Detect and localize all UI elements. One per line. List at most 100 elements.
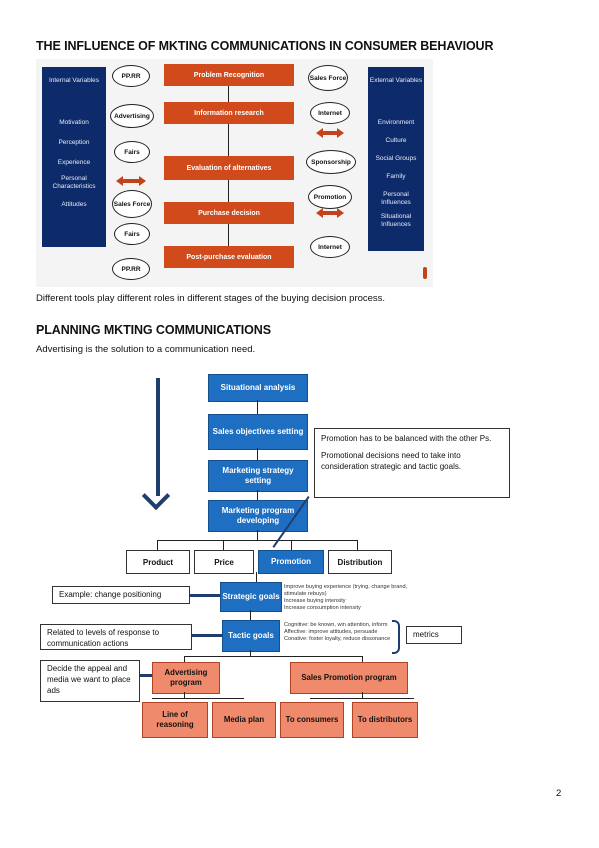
internal-item: Experience [57,159,91,166]
note-line: Affective: improve attitudes, persuade [284,629,378,635]
connector [228,124,229,156]
connector [357,540,358,550]
section-heading-influence: THE INFLUENCE OF MKTING COMMUNICATIONS I… [36,39,494,53]
external-item: Situational Influences [380,213,412,228]
connector [184,656,362,657]
connector [157,540,357,541]
connector [257,400,258,414]
note-line: Increase consumption intensity [284,605,361,611]
step-box: Marketing program developing [208,500,308,532]
connector [256,572,257,582]
step-box: Situational analysis [208,374,308,402]
double-arrow-icon [316,208,344,218]
advertising-callout: Decide the appeal and media we want to p… [40,660,140,702]
double-arrow-icon [316,128,344,138]
tool-oval-sales-force: Sales Force [112,190,152,218]
connector [152,698,244,699]
strategic-callout: Example: change positioning [52,586,190,604]
callout-pointer [190,594,220,597]
tactic-callout: Related to levels of response to communi… [40,624,192,650]
leaf-box: To distributors [352,702,418,738]
connector [250,610,251,620]
metrics-box: metrics [406,626,462,644]
external-variables-panel: External Variables Environment Culture S… [368,67,424,251]
connector [157,540,158,550]
stage-box: Information research [164,102,294,124]
connector [362,692,363,698]
connector [257,530,258,540]
note-line: Improve buying experience (trying, chang… [284,584,408,597]
connector [250,650,251,656]
tool-oval-internet: Internet [310,102,350,124]
tool-oval-promotion: Promotion [308,185,352,209]
stage-box: Purchase decision [164,202,294,224]
internal-variables-title: Internal Variables [48,77,100,84]
note-line: Cognitive: be known, win attention, info… [284,622,388,628]
connector [228,224,229,246]
leaf-box: Media plan [212,702,276,738]
figure-caption: Different tools play different roles in … [36,293,386,304]
buying-process-figure: Internal Variables Motivation Perception… [36,59,433,287]
bracket-icon [392,620,400,654]
tool-oval-pprr-2: PP.RR [112,258,150,280]
sales-promotion-box: Sales Promotion program [290,662,408,694]
connector [257,490,258,500]
callout-pointer [140,674,152,677]
external-item: Environment [377,119,415,126]
internal-variables-panel: Internal Variables Motivation Perception… [42,67,106,247]
section-heading-planning: PLANNING MKTING COMMUNICATIONS [36,323,271,337]
connector [228,180,229,202]
tool-oval-fairs-2: Fairs [114,223,150,245]
external-item: Social Groups [375,155,417,162]
leaf-box: Line of reasoning [142,702,208,738]
callout-pointer [192,634,222,637]
step-box: Marketing strategy setting [208,460,308,492]
down-arrow-icon [156,378,160,496]
connector [184,656,185,662]
advertising-program-box: Advertising program [152,662,220,694]
connector [362,656,363,662]
double-arrow-icon [116,176,146,186]
tool-oval-pprr: PP.RR [112,65,150,87]
tool-oval-internet-2: Internet [310,236,350,258]
connector [228,86,229,102]
strategic-goals-box: Strategic goals [220,582,282,612]
stage-box: Evaluation of alternatives [164,156,294,180]
note-line: Conative: foster loyalty, reduce dissona… [284,636,391,642]
callout-text: Promotion has to be balanced with the ot… [321,434,492,443]
page-number: 2 [556,788,562,799]
leaf-box: To consumers [280,702,344,738]
internal-item: Perception [58,139,90,146]
tool-oval-sponsorship: Sponsorship [306,150,356,174]
step-box: Sales objectives setting [208,414,308,450]
promotion-callout: Promotion has to be balanced with the ot… [314,428,510,498]
stage-box: Post-purchase evaluation [164,246,294,268]
internal-item: Motivation [59,119,89,126]
mix-box-promotion: Promotion [258,550,324,574]
internal-item: Personal Characteristics [52,175,96,190]
strategic-notes: Improve buying experience (trying, chang… [284,584,424,612]
connector [310,698,414,699]
external-variables-title: External Variables [369,77,423,84]
callout-text: Promotional decisions need to take into … [321,451,462,471]
external-item: Culture [385,137,407,144]
tactic-notes: Cognitive: be known, win attention, info… [284,622,424,643]
tool-oval-sales-force-right: Sales Force [308,65,348,91]
internal-item: Attitudes [61,201,87,208]
down-arrow-head [141,481,171,511]
external-item: Personal Influences [381,191,411,206]
tool-oval-advertising: Advertising [110,104,154,128]
mix-box-price: Price [194,550,254,574]
connector [184,692,185,698]
mix-box-distribution: Distribution [328,550,392,574]
connector [223,540,224,550]
decorative-mark [423,267,427,279]
planning-figure: Situational analysis Sales objectives se… [36,364,510,738]
mix-box-product: Product [126,550,190,574]
intro-text: Advertising is the solution to a communi… [36,344,256,355]
note-line: Increase buying intensity [284,598,346,604]
stage-box: Problem Recognition [164,64,294,86]
tactic-goals-box: Tactic goals [222,620,280,652]
connector [291,540,292,550]
external-item: Family [386,173,406,180]
